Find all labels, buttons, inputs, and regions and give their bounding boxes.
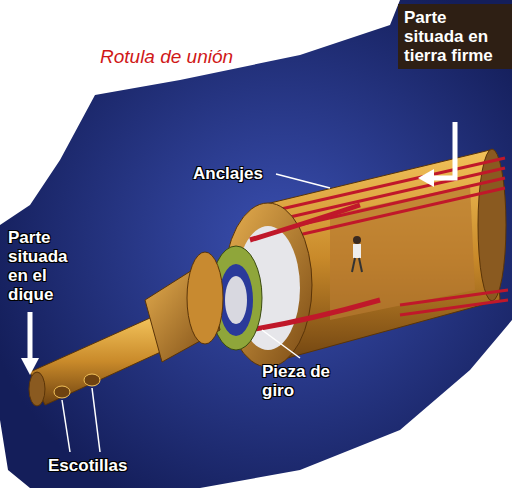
box-text: Parte situada en tierra firme [404, 8, 506, 65]
pointer-arrow [28, 312, 33, 360]
leader-line [92, 388, 100, 452]
pointer-arrow-head [21, 358, 39, 375]
leader-line [262, 330, 300, 358]
leader-line [62, 400, 70, 452]
pointer-arrow-head [418, 169, 434, 187]
part-label: Pieza de giro [262, 362, 346, 400]
swivel-ring-blue [219, 264, 253, 336]
part-label: Anclajes [193, 164, 283, 183]
diagram-title: Rotula de unión [100, 46, 233, 68]
leader-line [276, 174, 330, 188]
hatch [54, 386, 70, 398]
land-side-box: Parte situada en tierra firme [398, 4, 512, 69]
dock-end [29, 372, 45, 406]
hatch [84, 374, 100, 386]
person-figure [352, 236, 362, 272]
dock-beam [30, 318, 165, 405]
swivel-ball [225, 276, 247, 324]
red-ties [250, 205, 380, 330]
dock-flange [187, 252, 223, 344]
pointer-arrow [432, 122, 455, 178]
part-label: Escotillas [48, 456, 158, 475]
part-label: Parte situada en el dique [8, 228, 92, 304]
